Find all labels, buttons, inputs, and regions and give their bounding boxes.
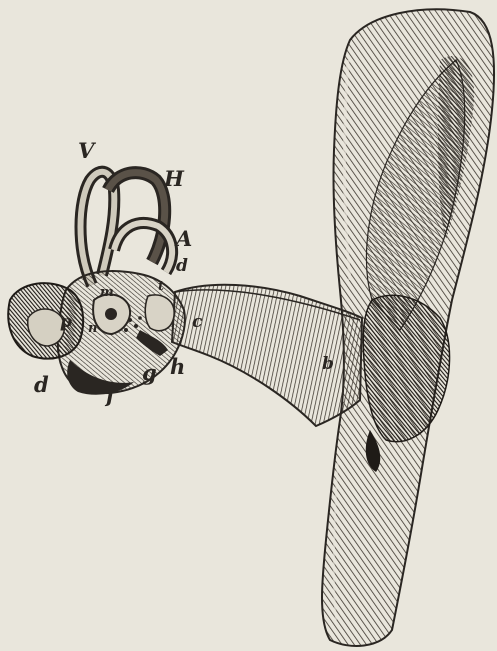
label-h-upper: H [164,168,184,189]
label-t: t [158,280,164,293]
label-a: A [176,228,192,249]
label-c: c [192,314,202,331]
label-h-small: h [170,356,185,377]
label-m: m [100,286,114,299]
label-p: p [60,314,72,331]
label-d-lower: d [34,374,49,395]
label-f: f [106,384,115,405]
label-b: b [322,356,334,373]
label-d-upper: d [176,258,188,275]
label-v: V [78,140,94,161]
semicircular-canals [81,172,173,285]
label-g: g [142,362,157,383]
label-n: n [88,322,97,335]
